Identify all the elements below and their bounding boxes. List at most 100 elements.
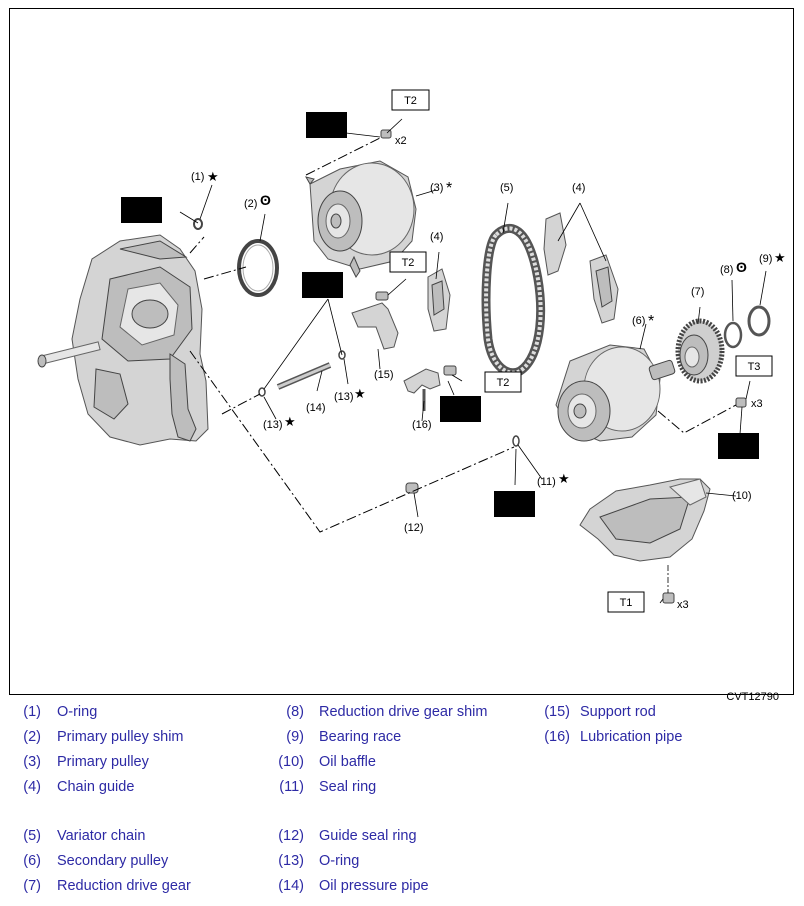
callout-14: (14) [306,402,326,414]
callout-15: (15) [374,369,394,381]
legend-number: (10) [278,754,304,770]
o-ring-13-left [258,387,266,397]
legend-name: Lubrication pipe [580,729,683,745]
fluid-symbol-5 [494,491,535,517]
o-ring-1 [193,218,203,230]
qty-x2: x2 [395,135,407,147]
legend-number: (9) [286,729,304,745]
variator-chain [481,223,546,377]
legend-name: Bearing race [319,729,402,745]
legend-name: O-ring [57,704,98,720]
legend-name: Primary pulley shim [57,729,184,745]
qty-x3-t1: x3 [677,599,689,611]
legend-name: Primary pulley [57,754,149,770]
legend-number: (5) [23,828,41,844]
callout-4-upper: (4) [572,182,585,194]
fluid-symbol-3 [302,272,343,298]
legend-name: Secondary pulley [57,853,169,869]
star-13-left: ★ [284,414,296,429]
oil-pressure-pipe [276,362,332,390]
callout-2: (2) [244,198,257,210]
star-1: ★ [207,169,219,184]
legend-name: Chain guide [57,779,135,795]
guide-seal-ring [405,482,419,494]
torque-box-t1: T1 [607,591,645,613]
svg-text:T1: T1 [620,597,633,609]
legend-number: (14) [278,878,304,894]
callout-4-left: (4) [430,231,443,243]
qty-x3-t3: x3 [751,398,763,410]
seal-ring [512,435,520,447]
star-13-right: ★ [354,386,366,401]
legend-name: Reduction drive gear [57,878,191,894]
fluid-symbol-2 [306,112,347,138]
exploded-diagram: T2 T2 T2 T3 T1 x2 x3 x3 (1) ★ (2) ʘ (3) … [9,8,794,703]
legend-number: (8) [286,704,304,720]
svg-text:T3: T3 [748,361,761,373]
legend-number: (3) [23,754,41,770]
reduction-drive-gear-shim [723,321,743,349]
bolt-t2b [375,291,389,301]
callout-1: (1) [191,171,204,183]
chain-guide-upper [543,212,619,324]
legend-number: (11) [279,779,304,795]
figure-code: CVT12790 [726,691,779,703]
shim-symbol-2: ʘ [260,192,271,208]
torque-box-t2-low: T2 [484,371,522,393]
legend-name: O-ring [319,853,360,869]
callout-13-right: (13) [334,391,354,403]
callout-12: (12) [404,522,424,534]
support-rod [351,302,399,350]
legend-number: (2) [23,729,41,745]
shim-symbol-8: ʘ [736,259,747,275]
svg-text:T2: T2 [497,377,510,389]
legend-name: Guide seal ring [319,828,417,844]
assembly-lines [189,136,737,533]
secondary-pulley [555,344,676,442]
legend-number: (15) [544,704,570,720]
star-9: ★ [774,250,786,265]
legend-name: Seal ring [319,779,377,795]
torque-box-t3: T3 [735,355,773,377]
asterisk-6: * [648,313,654,330]
legend-number: (1) [23,704,41,720]
legend-name: Variator chain [57,828,146,844]
legend-number: (7) [23,878,41,894]
fluid-symbol-4 [440,396,481,422]
o-ring-13-right [338,350,346,360]
callout-11: (11) [537,476,556,488]
reduction-drive-gear [675,318,725,384]
bolt-t1 [662,565,675,604]
legend-name: Reduction drive gear shim [319,704,488,720]
primary-pulley-shim [237,239,279,297]
chain-guide-left [427,268,451,332]
callout-9: (9) [759,253,772,265]
bolt-t2c [443,365,457,376]
svg-text:T2: T2 [404,95,417,107]
callout-16: (16) [412,419,432,431]
lubrication-pipe [403,368,441,411]
legend-name: Support rod [580,704,656,720]
callout-7: (7) [691,286,704,298]
legend-name: Oil baffle [319,754,376,770]
legend-number: (13) [278,853,304,869]
legend-number: (4) [23,779,41,795]
leader-lines [179,118,767,604]
star-11: ★ [558,471,570,486]
legend-name: Oil pressure pipe [319,878,429,894]
parts-legend: (1) O-ring (2) Primary pulley shim (3) Primar… [0,704,804,904]
asterisk-3: * [446,180,452,197]
bearing-race [747,305,771,337]
torque-box-t2-top: T2 [391,89,430,111]
transmission-case [37,234,209,446]
legend-number: (16) [544,729,570,745]
bolt-t3 [735,397,747,408]
callout-8: (8) [720,264,733,276]
callout-3: (3) [430,182,443,194]
legend-number: (6) [23,853,41,869]
callout-6: (6) [632,315,645,327]
fluid-symbol-1 [121,197,162,223]
oil-baffle [579,478,711,562]
callout-13-left: (13) [263,419,283,431]
callout-10: (10) [732,490,752,502]
